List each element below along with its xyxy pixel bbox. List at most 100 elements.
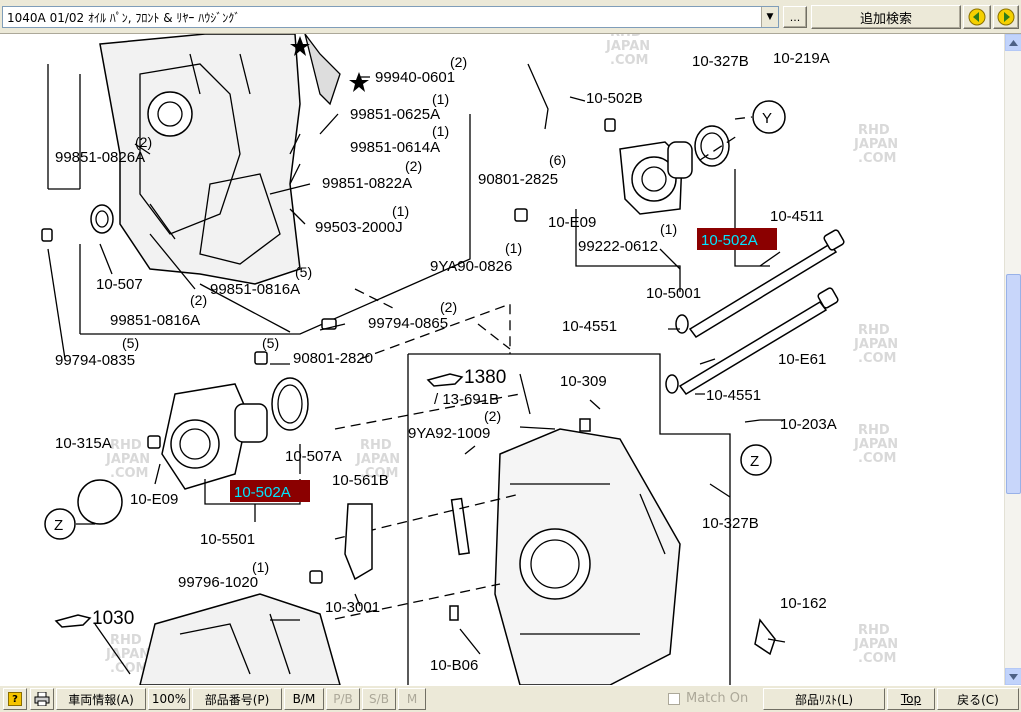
highlighted-part-10-502a-upper[interactable]: 10-502A — [701, 232, 758, 249]
front-housing-drawing — [90, 34, 341, 285]
svg-text:RHD: RHD — [110, 438, 142, 453]
svg-text:10-5001: 10-5001 — [646, 285, 701, 302]
svg-text:10-309: 10-309 — [560, 373, 607, 390]
svg-text:.COM: .COM — [610, 53, 648, 68]
printer-icon — [34, 692, 50, 706]
svg-text:(1): (1) — [432, 123, 449, 139]
svg-text:.COM: .COM — [858, 351, 896, 366]
svg-text:JAPAN: JAPAN — [853, 437, 898, 452]
highlight-box[interactable] — [697, 228, 777, 250]
right-arrow-icon — [997, 8, 1015, 26]
top-toolbar: 1040A 01/02 ｵｲﾙ ﾊﾟﾝ, ﾌﾛﾝﾄ & ﾘﾔｰ ﾊｳｼﾞﾝｸﾞ … — [0, 0, 1021, 34]
previous-button[interactable] — [963, 5, 991, 29]
help-button[interactable]: ? — [3, 688, 27, 710]
svg-text:JAPAN: JAPAN — [605, 39, 650, 54]
svg-text:(2): (2) — [440, 299, 457, 315]
svg-text:10-E09: 10-E09 — [130, 491, 178, 508]
svg-text:99503-2000J: 99503-2000J — [315, 219, 403, 236]
zoom-button[interactable]: 100% — [148, 688, 190, 710]
svg-text:(1): (1) — [392, 203, 409, 219]
bottom-toolbar: ? 車両情報(A) 100% 部品番号(P) B/M P/B S/B M Mat… — [0, 685, 1021, 712]
svg-text:JAPAN: JAPAN — [853, 637, 898, 652]
svg-text:10-3001: 10-3001 — [325, 599, 380, 616]
svg-text:(2): (2) — [190, 292, 207, 308]
svg-text:10-B06: 10-B06 — [430, 657, 478, 674]
svg-text:99794-0865: 99794-0865 — [368, 315, 448, 332]
next-button[interactable] — [993, 5, 1019, 29]
svg-text:99851-0625A: 99851-0625A — [350, 106, 440, 123]
browse-button[interactable]: ... — [783, 6, 807, 28]
svg-text:10-E61: 10-E61 — [778, 351, 826, 368]
bm-button[interactable]: B/M — [284, 688, 324, 710]
rear-housing-drawing — [619, 100, 786, 215]
svg-text:(1): (1) — [252, 559, 269, 575]
pointer-hand-icon — [426, 373, 464, 387]
svg-text:JAPAN: JAPAN — [105, 647, 150, 662]
scroll-up-button[interactable] — [1005, 34, 1021, 51]
svg-text:99851-0826A: 99851-0826A — [55, 149, 145, 166]
m-button[interactable]: M — [398, 688, 426, 710]
part-number-button[interactable]: 部品番号(P) — [192, 688, 282, 710]
vertical-scrollbar[interactable] — [1004, 34, 1021, 685]
help-icon: ? — [8, 692, 22, 706]
svg-text:99796-1020: 99796-1020 — [178, 574, 258, 591]
svg-text:(1): (1) — [660, 221, 677, 237]
svg-text:RHD: RHD — [858, 623, 890, 638]
svg-text:/ 13-691B: / 13-691B — [434, 391, 499, 408]
svg-text:(5): (5) — [262, 335, 279, 351]
svg-text:10-5501: 10-5501 — [200, 531, 255, 548]
svg-text:RHD: RHD — [858, 323, 890, 338]
parts-list-button[interactable]: 部品ﾘｽﾄ(L) — [763, 688, 885, 710]
svg-text:(5): (5) — [122, 335, 139, 351]
svg-text:90801-2825: 90801-2825 — [478, 171, 558, 188]
vehicle-info-button[interactable]: 車両情報(A) — [56, 688, 146, 710]
additional-search-button[interactable]: 追加検索 — [811, 5, 961, 29]
svg-text:99222-0612: 99222-0612 — [578, 238, 658, 255]
svg-text:10-507: 10-507 — [96, 276, 143, 293]
svg-text:RHD: RHD — [360, 438, 392, 453]
svg-text:.COM: .COM — [110, 466, 148, 481]
svg-text:10-203A: 10-203A — [780, 416, 837, 433]
svg-text:(2): (2) — [484, 408, 501, 424]
svg-text:.COM: .COM — [858, 451, 896, 466]
ref-marker-y: Y — [762, 110, 772, 127]
transmission-drawing — [139, 593, 341, 685]
top-button[interactable]: Top — [887, 688, 935, 710]
scroll-thumb[interactable] — [1006, 274, 1021, 494]
print-button[interactable] — [30, 688, 54, 710]
back-button[interactable]: 戻る(C) — [937, 688, 1019, 710]
pb-button[interactable]: P/B — [326, 688, 360, 710]
sb-button[interactable]: S/B — [362, 688, 396, 710]
svg-text:10-4551: 10-4551 — [562, 318, 617, 335]
highlight-box[interactable] — [230, 480, 310, 502]
svg-text:.COM: .COM — [110, 661, 148, 676]
scroll-down-button[interactable] — [1005, 668, 1021, 685]
svg-text:99851-0816A: 99851-0816A — [210, 281, 300, 298]
svg-text:10-561B: 10-561B — [332, 472, 389, 489]
svg-text:99940-0601: 99940-0601 — [375, 69, 455, 86]
svg-text:10-507A: 10-507A — [285, 448, 342, 465]
highlighted-part-10-502a-lower[interactable]: 10-502A — [234, 484, 291, 501]
svg-text:10-E09: 10-E09 — [548, 214, 596, 231]
svg-text:(6): (6) — [549, 152, 566, 168]
front-cover-drawing — [77, 377, 373, 581]
long-bolt-drawing — [665, 229, 845, 395]
svg-text:JAPAN: JAPAN — [853, 137, 898, 152]
svg-text:(5): (5) — [295, 264, 312, 280]
svg-text:(1): (1) — [432, 91, 449, 107]
svg-text:10-327B: 10-327B — [692, 53, 749, 70]
svg-text:RHD: RHD — [858, 123, 890, 138]
diagram-select[interactable]: 1040A 01/02 ｵｲﾙ ﾊﾟﾝ, ﾌﾛﾝﾄ & ﾘﾔｰ ﾊｳｼﾞﾝｸﾞ … — [2, 6, 779, 28]
match-on-checkbox[interactable] — [668, 693, 680, 705]
svg-text:RHD: RHD — [610, 34, 642, 40]
dropdown-arrow-icon[interactable]: ▼ — [761, 7, 778, 27]
center-housing-drawing — [449, 418, 681, 685]
svg-text:.COM: .COM — [360, 466, 398, 481]
svg-text:(1): (1) — [505, 240, 522, 256]
ref-marker-z2: Z — [750, 453, 759, 470]
ref-marker-z1: Z — [54, 517, 63, 534]
svg-text:10-162: 10-162 — [780, 595, 827, 612]
svg-text:10-219A: 10-219A — [773, 50, 830, 67]
